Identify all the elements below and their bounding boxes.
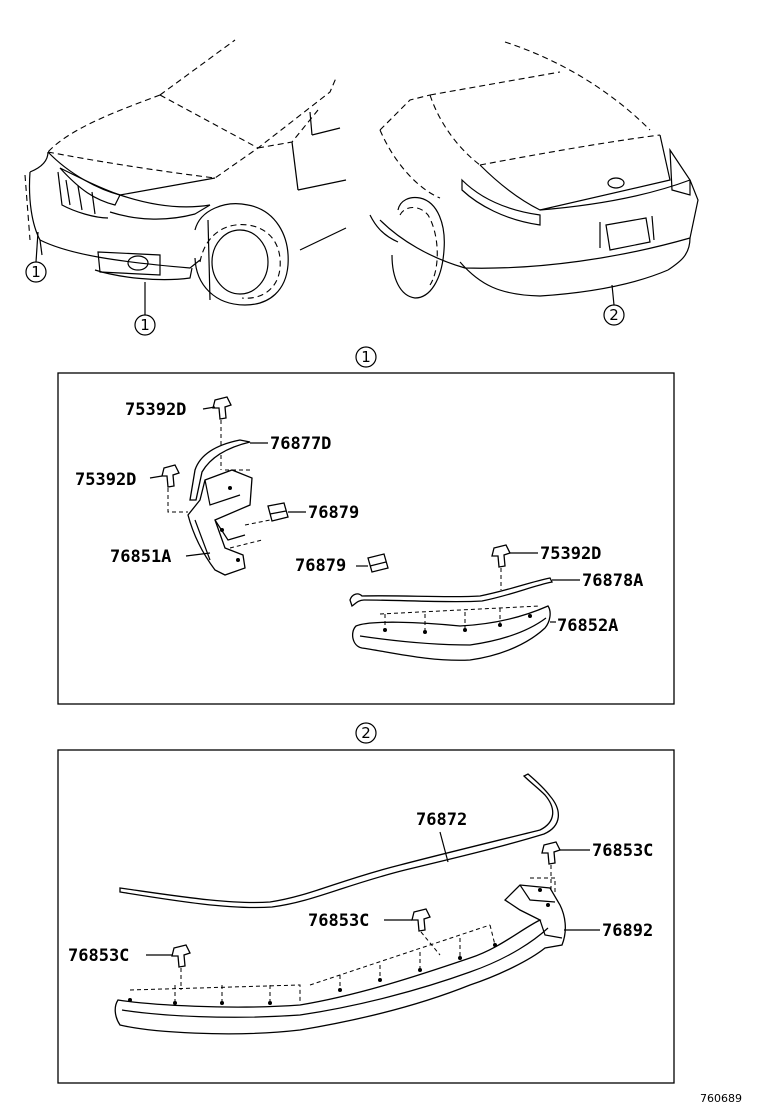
label-76877d: 76877D bbox=[270, 434, 331, 454]
clip-76853c-left bbox=[146, 944, 191, 990]
svg-text:2: 2 bbox=[609, 306, 619, 324]
label-76853c-left: 76853C bbox=[68, 946, 129, 966]
label-75392d-left: 75392D bbox=[75, 470, 136, 490]
panel-2-frame bbox=[57, 749, 675, 1084]
molding-76878a bbox=[349, 577, 553, 608]
svg-text:1: 1 bbox=[31, 263, 41, 281]
label-76879-lower: 76879 bbox=[295, 556, 346, 576]
svg-text:1: 1 bbox=[140, 316, 150, 334]
label-76878a: 76878A bbox=[582, 571, 643, 591]
rear-car-illustration bbox=[369, 41, 699, 299]
panel-2-header: 2 bbox=[355, 722, 377, 744]
label-76853c-right: 76853C bbox=[592, 841, 653, 861]
retainer-76879-upper bbox=[267, 502, 306, 522]
svg-text:2: 2 bbox=[361, 724, 371, 742]
clip-76853c-right bbox=[541, 841, 590, 890]
label-76851a: 76851A bbox=[110, 547, 171, 567]
label-76872: 76872 bbox=[416, 810, 467, 830]
front-car-illustration bbox=[24, 39, 347, 306]
label-75392d-right: 75392D bbox=[540, 544, 601, 564]
label-76852a: 76852A bbox=[557, 616, 618, 636]
front-callout-left: 1 bbox=[25, 231, 47, 283]
clip-76853c-center bbox=[384, 908, 441, 956]
molding-76872 bbox=[119, 773, 559, 909]
label-76853c-center: 76853C bbox=[308, 911, 369, 931]
panel-1-frame bbox=[57, 372, 675, 705]
extension-76852a bbox=[351, 605, 551, 661]
extension-76851a bbox=[187, 469, 271, 576]
label-76892: 76892 bbox=[602, 921, 653, 941]
retainer-76879-lower bbox=[356, 553, 389, 573]
extension-76892 bbox=[114, 877, 566, 1035]
rear-callout: 2 bbox=[603, 284, 625, 326]
label-76879-upper: 76879 bbox=[308, 503, 359, 523]
svg-text:1: 1 bbox=[361, 348, 371, 366]
figure-id: 760689 bbox=[700, 1092, 742, 1105]
clip-75392d-left bbox=[149, 464, 188, 513]
label-75392d-top: 75392D bbox=[125, 400, 186, 420]
panel-1-header: 1 bbox=[355, 346, 377, 368]
front-callout-bottom: 1 bbox=[134, 282, 156, 336]
clip-75392d-right bbox=[491, 544, 538, 590]
molding-76877d bbox=[189, 439, 251, 501]
